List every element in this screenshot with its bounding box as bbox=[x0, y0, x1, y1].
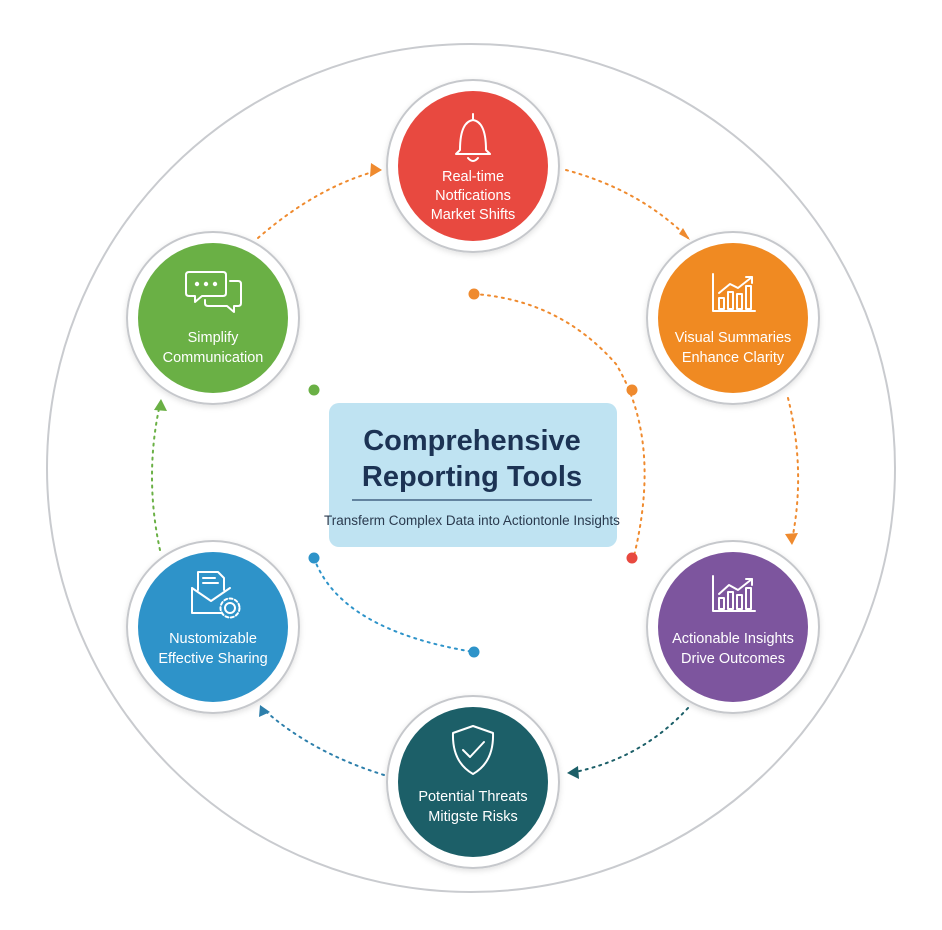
connector-visual-to-insights bbox=[787, 397, 800, 541]
node-sharing[interactable] bbox=[126, 540, 300, 714]
inner-arc-blue bbox=[313, 557, 475, 653]
inner-dot bbox=[468, 288, 480, 300]
node-fill bbox=[658, 243, 808, 393]
node-notifications[interactable] bbox=[386, 79, 560, 253]
node-sharing-line2: Effective Sharing bbox=[158, 651, 267, 667]
trend-chart-icon bbox=[712, 575, 756, 612]
node-notifications-line2: Notfications bbox=[435, 188, 511, 204]
arrow-head bbox=[679, 228, 690, 240]
shield-check-icon bbox=[451, 725, 495, 775]
arrow-head bbox=[785, 533, 798, 545]
connector-insights-to-threats bbox=[569, 707, 689, 774]
center-title-line2: Reporting Tools bbox=[362, 461, 582, 493]
node-fill bbox=[138, 552, 288, 702]
connector-threats-to-sharing bbox=[261, 707, 385, 776]
arrow-head bbox=[154, 399, 167, 411]
node-actionable-insights-line2: Drive Outcomes bbox=[681, 651, 785, 667]
arrow-head bbox=[259, 705, 270, 717]
inner-dot bbox=[308, 384, 320, 396]
connector-notifications-to-visual bbox=[565, 169, 689, 239]
report-gear-icon bbox=[191, 571, 241, 619]
outer-connectors bbox=[151, 163, 800, 779]
chat-bubbles-icon bbox=[185, 271, 242, 313]
inner-connectors bbox=[308, 288, 646, 658]
node-sharing-line1: Nustomizable bbox=[169, 631, 257, 647]
center-box bbox=[329, 403, 617, 547]
node-fill bbox=[398, 91, 548, 241]
center-panel: Comprehensive Reporting Tools Transferm … bbox=[324, 403, 620, 547]
bell-icon bbox=[455, 113, 491, 162]
node-communication-line1: Simplify bbox=[188, 330, 240, 346]
inner-dot bbox=[626, 384, 638, 396]
inner-dot bbox=[626, 552, 638, 564]
node-communication-line2: Communication bbox=[163, 350, 264, 366]
node-potential-threats-line1: Potential Threats bbox=[418, 789, 527, 805]
node-visual-summaries-line2: Enhance Clarity bbox=[682, 350, 785, 366]
node-actionable-insights[interactable] bbox=[646, 540, 820, 714]
outer-ring bbox=[46, 43, 896, 893]
node-visual-summaries-line1: Visual Summaries bbox=[675, 330, 792, 346]
node-communication[interactable] bbox=[126, 231, 300, 405]
inner-arc-orange bbox=[473, 293, 646, 557]
center-title-line1: Comprehensive bbox=[363, 425, 581, 457]
node-fill bbox=[398, 707, 548, 857]
arrow-head bbox=[567, 766, 579, 779]
node-notifications-line1: Real-time bbox=[442, 169, 504, 185]
node-notifications-line3: Market Shifts bbox=[431, 207, 516, 223]
connector-sharing-to-communication bbox=[151, 403, 161, 551]
bar-chart-icon bbox=[712, 273, 756, 312]
center-subtitle: Transferm Complex Data into Actiontonle … bbox=[324, 513, 620, 528]
inner-dot bbox=[468, 646, 480, 658]
node-fill bbox=[138, 243, 288, 393]
inner-dot bbox=[308, 552, 320, 564]
node-actionable-insights-line1: Actionable Insights bbox=[672, 631, 794, 647]
connector-communication-to-notifications bbox=[257, 169, 381, 239]
arrow-head bbox=[370, 163, 382, 177]
node-fill bbox=[658, 552, 808, 702]
node-potential-threats[interactable] bbox=[386, 695, 560, 869]
node-visual-summaries[interactable] bbox=[646, 231, 820, 405]
node-potential-threats-line2: Mitigste Risks bbox=[428, 809, 517, 825]
